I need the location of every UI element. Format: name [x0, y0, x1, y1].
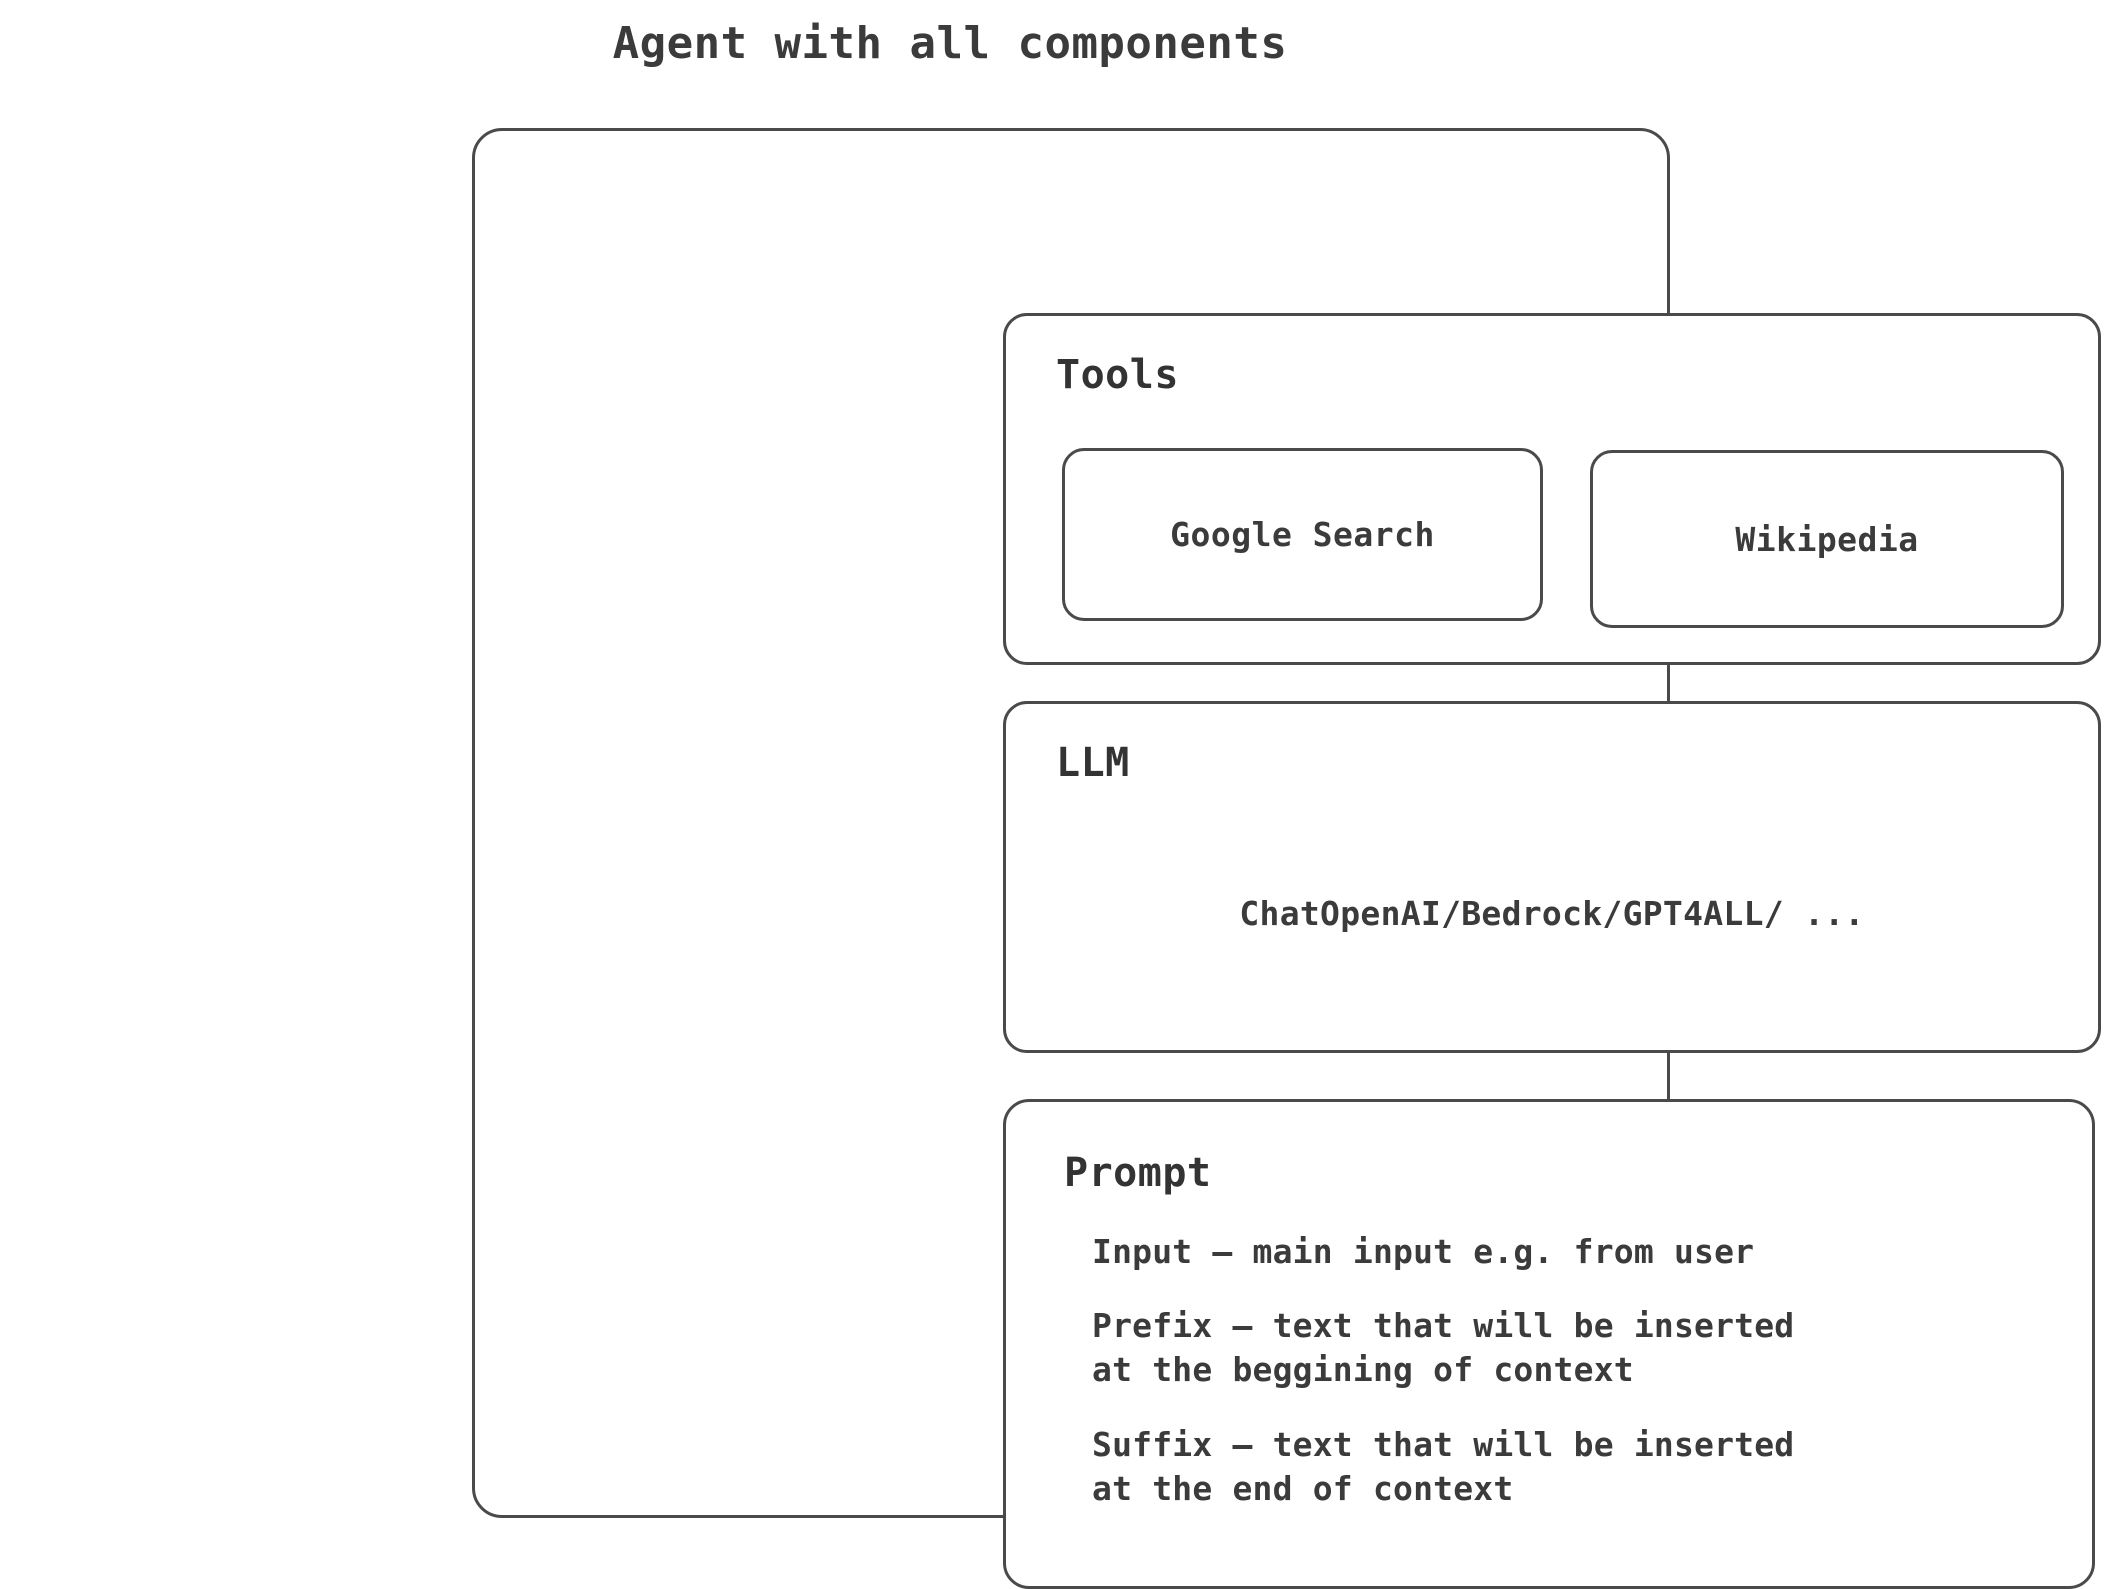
tool-chip-label: Google Search — [1170, 515, 1435, 554]
tool-chip-google-search[interactable]: Google Search — [1062, 448, 1543, 621]
page-title: Agent with all components — [612, 18, 1288, 69]
llm-section: LLM ChatOpenAI/Bedrock/GPT4ALL/ ... — [1003, 701, 2101, 1053]
tools-section-heading: Tools — [1056, 352, 1179, 398]
prompt-item-input: Input – main input e.g. from user — [1092, 1232, 1755, 1271]
tools-section: Tools Google Search Wikipedia — [1003, 313, 2101, 665]
prompt-section: Prompt Input – main input e.g. from user… — [1003, 1099, 2095, 1589]
tool-chip-wikipedia[interactable]: Wikipedia — [1590, 450, 2064, 628]
tool-chip-label: Wikipedia — [1735, 519, 1919, 559]
prompt-item-list: Input – main input e.g. from user Prefix… — [1092, 1230, 2042, 1511]
llm-model-list: ChatOpenAI/Bedrock/GPT4ALL/ ... — [1239, 894, 1865, 933]
prompt-item-prefix: Prefix – text that will be inserted at t… — [1092, 1306, 1795, 1390]
agent-container: Tools Google Search Wikipedia LLM ChatOp… — [472, 128, 2101, 1589]
prompt-item-suffix: Suffix – text that will be inserted at t… — [1092, 1424, 1795, 1508]
llm-section-heading: LLM — [1056, 740, 1130, 786]
prompt-section-heading: Prompt — [1064, 1150, 1212, 1196]
